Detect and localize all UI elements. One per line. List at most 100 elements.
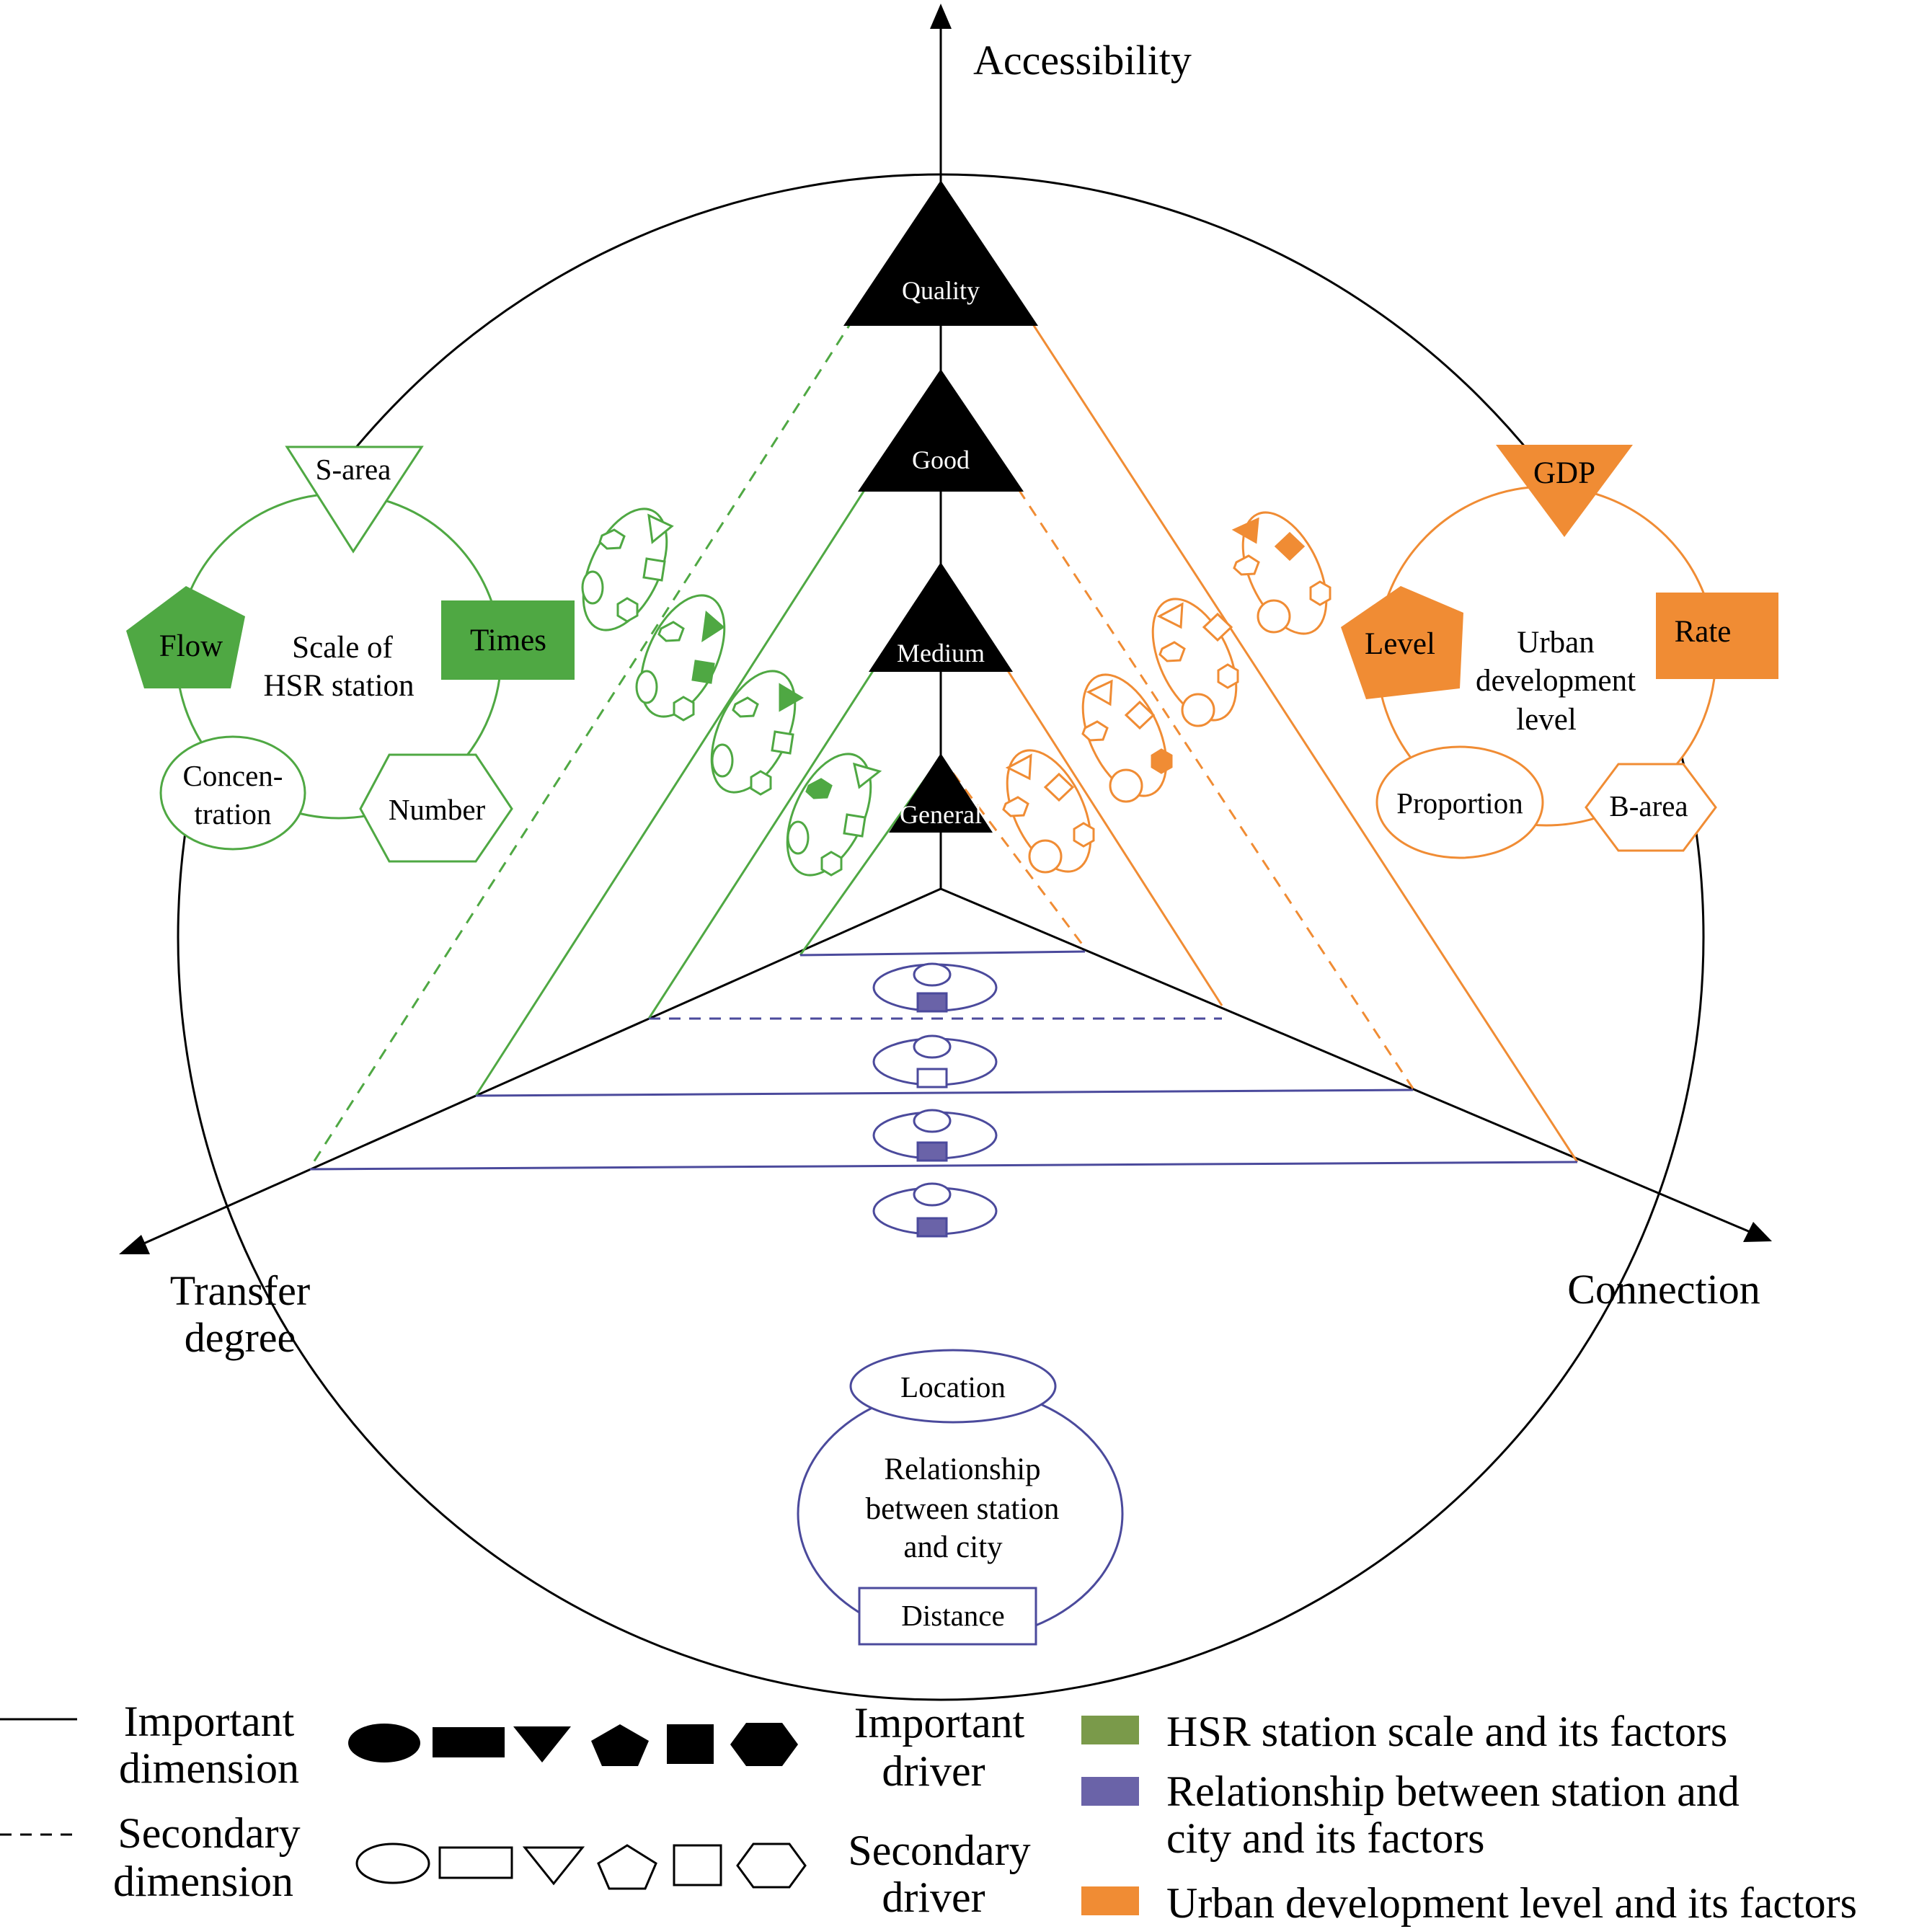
legend-relation-label-line2: city and its factors (1166, 1814, 1485, 1862)
distance-label: Distance (901, 1599, 1004, 1632)
number-hexagon (359, 753, 513, 863)
transfer-degree-arrow-icon (119, 1235, 150, 1254)
accessibility-arrow-icon (930, 4, 952, 29)
legend-secondary-dimension-line2: dimension (113, 1858, 293, 1905)
hsr-group-title-line1: Scale of (292, 631, 393, 665)
hsr-loop-1 (581, 507, 674, 631)
rate-rectangle (1656, 593, 1778, 679)
relation-loop-4 (872, 1182, 998, 1238)
hsr-loop-2 (635, 594, 726, 722)
legend-secondary-driver-line1: Secondary (848, 1827, 1030, 1874)
relation-loop-1 (872, 962, 998, 1013)
distance-rectangle (858, 1587, 1037, 1646)
gdp-label: GDP (1533, 456, 1595, 490)
urban-group-title-line2: development (1476, 664, 1636, 698)
relation-dimension-lines (309, 950, 1578, 1171)
legend-filled-hexagon-icon (730, 1723, 798, 1766)
relation-group: Location Relationship between station an… (797, 1349, 1124, 1646)
relation-group-title-line2: between station (866, 1492, 1060, 1526)
transfer-degree-axis (140, 887, 941, 1246)
urban-loop-2 (1151, 598, 1239, 727)
legend-outline-hexagon-icon (736, 1842, 807, 1889)
number-label: Number (389, 793, 486, 826)
b-area-label: B-area (1609, 789, 1688, 822)
legend-secondary-dimension-line1: Secondary (118, 1809, 300, 1857)
legend-hsr-label: HSR station scale and its factors (1166, 1708, 1727, 1755)
legend-relation-label-line1: Relationship between station and (1166, 1768, 1740, 1815)
level-label-good: Good (912, 445, 970, 474)
urban-development-group: GDP Level Rate Proportion B-area Urban d… (1341, 445, 1778, 859)
urban-loop-3 (1081, 673, 1173, 803)
rate-label: Rate (1675, 615, 1732, 649)
legend-outline-rectangle-icon (438, 1846, 513, 1879)
legend-outline-square-icon (673, 1844, 722, 1886)
legend-urban-label: Urban development level and its factors (1166, 1879, 1857, 1927)
legend-purple-swatch (1081, 1777, 1139, 1806)
hsr-factor-loops (581, 507, 882, 877)
legend-secondary-driver-line2: driver (882, 1873, 985, 1921)
concentration-label-line1: Concen- (183, 759, 283, 792)
level-medium: Medium (869, 562, 1013, 672)
flow-label: Flow (159, 629, 223, 663)
level-label-general: General (900, 800, 982, 829)
legend-important-driver-shapes (348, 1723, 798, 1766)
legend-important-dimension-line2: dimension (119, 1744, 299, 1792)
level-general: General (889, 753, 993, 833)
hsr-loop-4 (786, 753, 882, 877)
urban-factor-loops (1002, 511, 1331, 874)
hsr-loop-3 (710, 670, 804, 796)
hsr-scale-group: S-area Flow Times Concen- tration Number… (126, 445, 575, 863)
level-quality: Quality (843, 180, 1038, 326)
legend: Important dimension Secondary dimension … (0, 1698, 1857, 1927)
connection-arrow-icon (1743, 1222, 1772, 1242)
level-label: Level (1365, 627, 1435, 661)
relation-group-title-line3: and city (903, 1530, 1003, 1564)
urban-loop-4 (1002, 749, 1095, 874)
legend-important-dimension-line1: Important (124, 1698, 295, 1745)
level-label-medium: Medium (897, 639, 985, 668)
concentration-ellipse (159, 735, 306, 851)
urban-loop-1 (1231, 511, 1331, 635)
legend-filled-triangle-icon (513, 1726, 571, 1762)
legend-orange-swatch (1081, 1886, 1139, 1915)
axis-label-connection: Connection (1567, 1266, 1760, 1313)
relation-group-title-line1: Relationship (884, 1453, 1040, 1486)
axis-label-transfer-line1: Transfer (170, 1267, 310, 1314)
s-area-label: S-area (316, 453, 391, 486)
legend-filled-square-icon (667, 1724, 714, 1764)
location-label: Location (900, 1370, 1006, 1403)
concentration-label-line2: tration (194, 797, 271, 830)
legend-important-driver-line2: driver (882, 1747, 985, 1795)
location-ellipse (849, 1349, 1057, 1424)
gdp-triangle (1496, 445, 1633, 537)
relation-loop-2 (872, 1034, 998, 1088)
level-good: Good (858, 369, 1024, 492)
urban-group-title-line3: level (1516, 703, 1577, 737)
flow-pentagon (126, 586, 245, 688)
legend-filled-pentagon-icon (591, 1724, 649, 1766)
legend-secondary-driver-shapes (355, 1842, 807, 1890)
axis-label-accessibility: Accessibility (973, 37, 1192, 84)
proportion-label: Proportion (1396, 786, 1523, 820)
axes (119, 4, 1772, 1254)
times-rectangle (441, 600, 575, 680)
relation-loop-3 (872, 1109, 998, 1162)
legend-important-driver-line1: Important (854, 1699, 1025, 1747)
s-area-triangle (285, 445, 424, 554)
b-area-hexagon (1585, 763, 1717, 852)
level-pentagon (1341, 586, 1463, 699)
legend-outline-ellipse-icon (355, 1842, 430, 1884)
urban-group-title-line1: Urban (1517, 626, 1594, 660)
times-label: Times (470, 624, 546, 657)
relation-factor-loops (872, 962, 998, 1238)
level-label-quality: Quality (902, 276, 980, 305)
legend-green-swatch (1081, 1716, 1139, 1744)
connection-axis (940, 887, 1752, 1234)
proportion-ellipse (1375, 745, 1544, 859)
legend-outline-triangle-icon (522, 1846, 585, 1886)
legend-filled-ellipse-icon (348, 1724, 420, 1762)
hsr-group-title-line2: HSR station (263, 669, 414, 703)
legend-filled-rectangle-icon (433, 1727, 505, 1757)
axis-label-transfer-line2: degree (185, 1314, 296, 1361)
